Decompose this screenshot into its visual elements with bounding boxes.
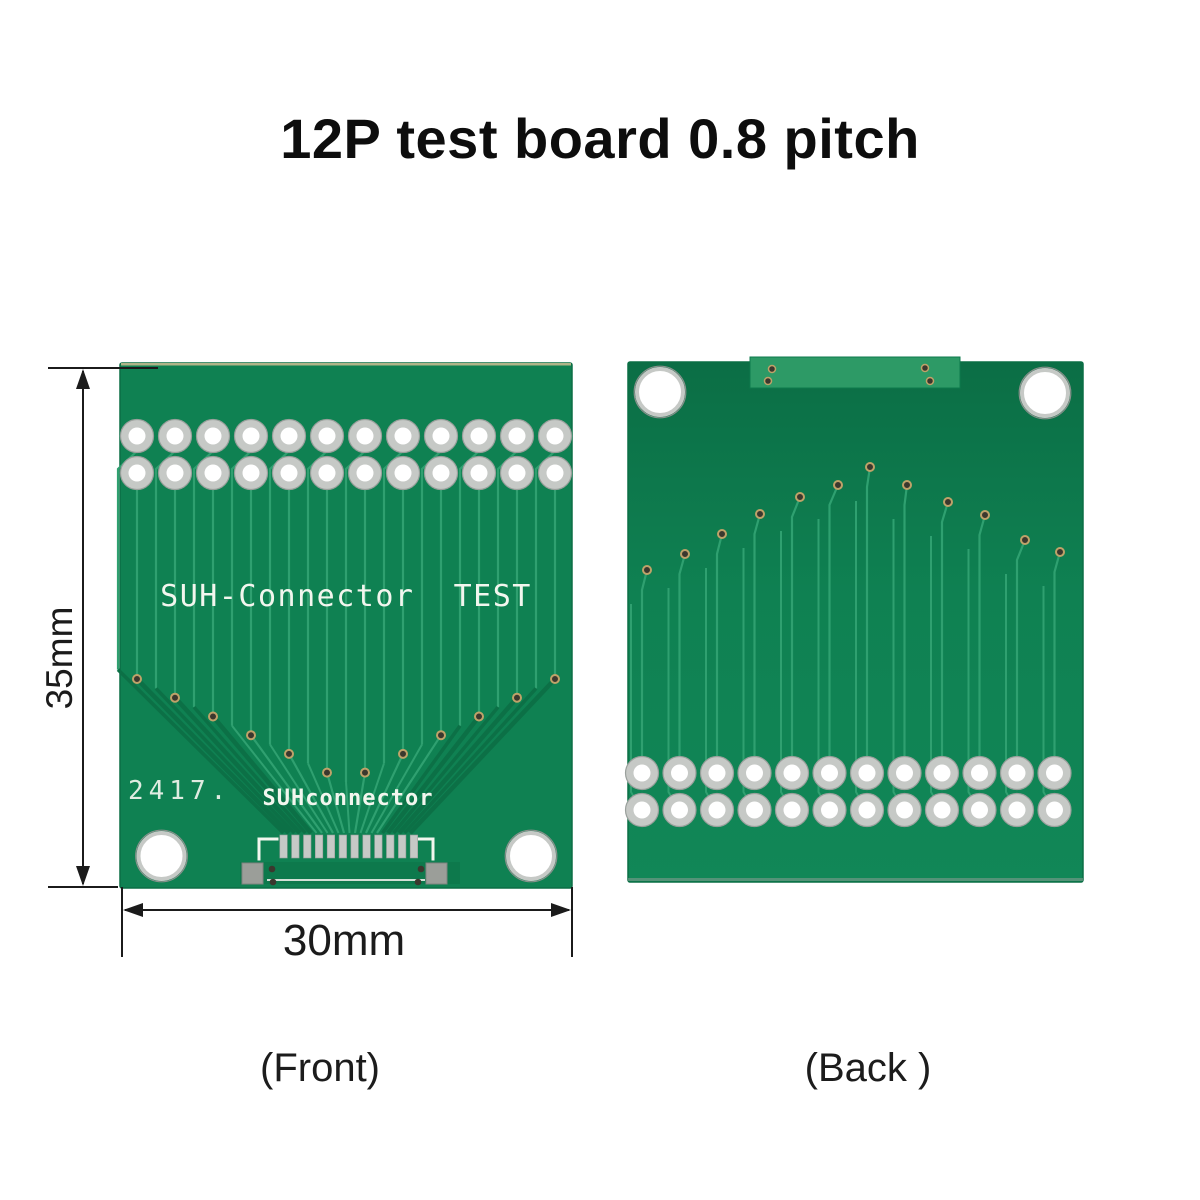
mounting-hole [635,367,685,417]
front-pcb-circuitry [116,418,573,835]
silkscreen-bracket-right [414,837,435,861]
silkscreen-date-code: 2417. [128,776,231,806]
back-caption: (Back ) [804,1046,932,1090]
ffc-anchor-pad-right [425,862,448,885]
connector-tab-vias [763,363,935,386]
silkscreen-bracket-left [257,837,279,861]
arrow-up-icon [76,369,90,389]
mounting-hole [136,831,187,881]
mounting-hole-rim [1018,366,1072,420]
arrow-left-icon [123,903,143,917]
width-dimension-label: 30mm [283,916,405,965]
front-caption: (Front) [260,1046,380,1090]
silkscreen-board-title: SUH-Connector TEST [160,579,532,614]
mounting-hole-rim [504,829,558,883]
back-pcb-circuitry [624,462,1072,828]
height-dimension: 35mm [39,367,158,888]
silkscreen-brand: SUHconnector [263,786,434,811]
front-pcb-top-edge [121,363,571,366]
ffc-connector-pads [279,834,419,859]
mounting-hole-rim [135,829,188,883]
height-dimension-label: 35mm [39,607,80,710]
arrow-right-icon [551,903,571,917]
mounting-hole-rim [633,365,687,419]
back-pcb [624,356,1084,883]
front-pcb: SUH-Connector TEST 2417. SUHconnector [116,362,573,889]
mounting-hole [506,831,556,881]
page-title: 12P test board 0.8 pitch [280,107,920,170]
ffc-connector-footprint [240,834,460,886]
ffc-anchor-pad-left [241,862,264,885]
ffc-connector-slot [240,862,460,884]
width-dimension: 30mm [121,887,573,965]
ffc-anchor-vias [268,865,425,886]
mounting-hole [1020,368,1070,418]
back-pcb-bottom-edge [628,878,1083,881]
connector-tab-strip [749,356,961,389]
arrow-down-icon [76,866,90,886]
